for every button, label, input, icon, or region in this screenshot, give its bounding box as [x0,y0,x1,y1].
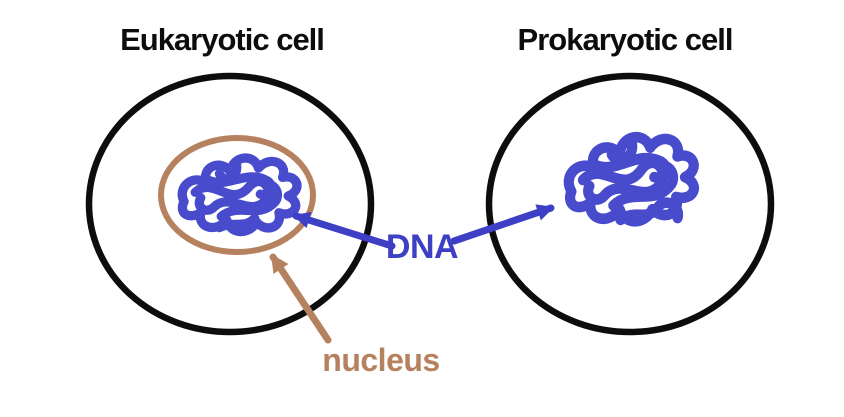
prokaryotic-cell-title: Prokaryotic cell [518,22,733,57]
nucleus-label: nucleus [322,342,439,378]
dna-label: DNA [386,228,458,266]
dna-scribble-right [563,132,699,227]
eukaryotic-cell-title: Eukaryotic cell [120,22,324,57]
dna-arrow-right [450,204,555,245]
prokaryote-cell-membrane [485,72,775,336]
dna-scribble-left [177,153,302,237]
nucleus-envelope [158,135,316,255]
eukaryote-cell-membrane [85,72,375,336]
nucleus-arrow [269,253,332,344]
dna-arrow-left [292,211,396,250]
